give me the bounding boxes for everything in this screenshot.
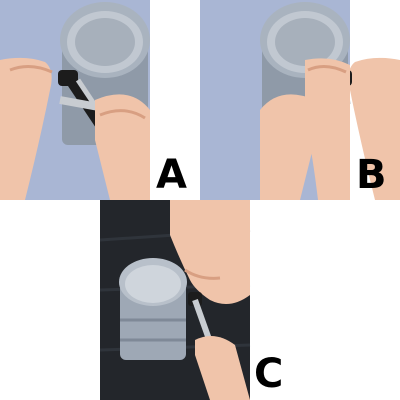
can-opening-photo-c [100,200,300,400]
panel-label-b: B [356,152,387,198]
panel-label-a: A [156,152,187,198]
photo-panel-a [0,0,200,200]
photo-panel-b [200,0,400,200]
can-opening-photo-a [0,0,200,200]
photo-panel-c [100,200,300,400]
can-opening-photo-b [200,0,400,200]
panel-label-c: C [254,351,284,397]
